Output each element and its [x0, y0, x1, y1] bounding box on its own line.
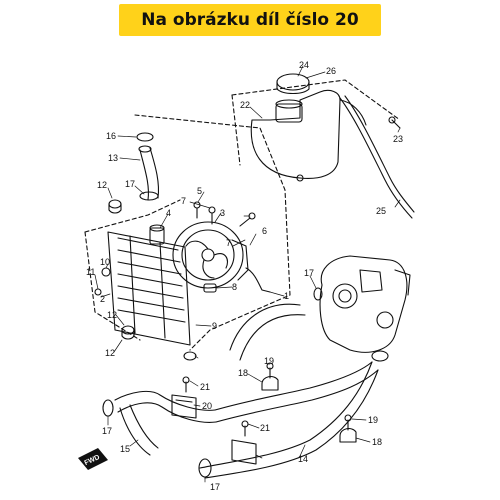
callout-26: 26: [326, 66, 336, 76]
callout-8: 8: [232, 282, 237, 292]
callout-12: 12: [107, 310, 117, 320]
clamp-17a: [139, 191, 159, 201]
callout-12: 12: [105, 348, 115, 358]
callout-1: 1: [284, 291, 289, 301]
bolt-19b: [344, 414, 352, 431]
bolt-21b: [241, 420, 249, 437]
banner-text: Na obrázku díl číslo 20: [141, 10, 359, 30]
bolt-21a: [182, 376, 190, 393]
hose-1: [229, 303, 306, 361]
hose-14: [199, 361, 379, 479]
radiator: [107, 224, 191, 346]
cooling-fan: [172, 221, 271, 293]
callout-6: 6: [262, 226, 267, 236]
callout-12: 12: [97, 180, 107, 190]
callout-19: 19: [368, 415, 378, 425]
callout-2: 2: [100, 294, 105, 304]
callout-17: 17: [125, 179, 135, 189]
callout-5: 5: [197, 186, 202, 196]
bracket-18b: [339, 427, 357, 443]
drain-10: [101, 267, 111, 277]
grommet-12a: [108, 199, 122, 214]
clamp-16: [136, 132, 154, 142]
callout-21: 21: [260, 423, 270, 433]
leader-lines: [94, 65, 401, 483]
callout-9: 9: [212, 321, 217, 331]
fwd-arrow-icon: FWD: [78, 448, 108, 470]
callout-3: 3: [220, 208, 225, 218]
tank-outline: [231, 79, 401, 166]
callout-16: 16: [106, 131, 116, 141]
clamp-17c: [102, 399, 114, 417]
part-20: [171, 394, 197, 419]
reservoir-tank: [250, 89, 367, 182]
callouts: 24 26 22 23 25 16 13 12 17 5 7 3 6 4 7 1…: [86, 60, 403, 492]
overflow-hose: [339, 95, 415, 219]
callout-11: 11: [86, 267, 95, 277]
callout-14: 14: [298, 454, 308, 464]
callout-7: 7: [181, 196, 186, 206]
bracket-18a: [261, 375, 279, 391]
grommet-12b: [121, 325, 135, 340]
callout-15: 15: [120, 444, 130, 454]
reservoir-cap: [276, 73, 310, 95]
callout-18: 18: [238, 368, 248, 378]
callout-24: 24: [299, 60, 309, 70]
title-banner: Na obrázku díl číslo 20: [119, 4, 381, 36]
hose-15: [114, 390, 217, 456]
clamp-17e: [371, 350, 389, 362]
callout-17: 17: [210, 482, 220, 492]
thermostat-housing: [319, 255, 411, 353]
callout-18: 18: [372, 437, 382, 447]
callout-23: 23: [393, 134, 403, 144]
callout-21: 21: [200, 382, 210, 392]
grommet-12c: [183, 351, 197, 361]
part-20b: [231, 439, 257, 465]
callout-22: 22: [240, 100, 250, 110]
bolt-7a: [208, 206, 216, 225]
bolt-23: [388, 116, 401, 129]
callout-10: 10: [100, 257, 110, 267]
callout-17: 17: [102, 426, 112, 436]
assembly-outline: [84, 114, 291, 351]
bolt-7b: [239, 212, 256, 227]
callout-19: 19: [264, 356, 274, 366]
callout-7: 7: [226, 238, 231, 248]
callout-17: 17: [304, 268, 314, 278]
callout-20: 20: [202, 401, 212, 411]
callout-4: 4: [166, 208, 171, 218]
callout-13: 13: [108, 153, 118, 163]
upper-hose: [138, 145, 160, 201]
clamp-17b: [313, 287, 323, 301]
callout-25: 25: [376, 206, 386, 216]
bolt-19a: [266, 362, 274, 379]
